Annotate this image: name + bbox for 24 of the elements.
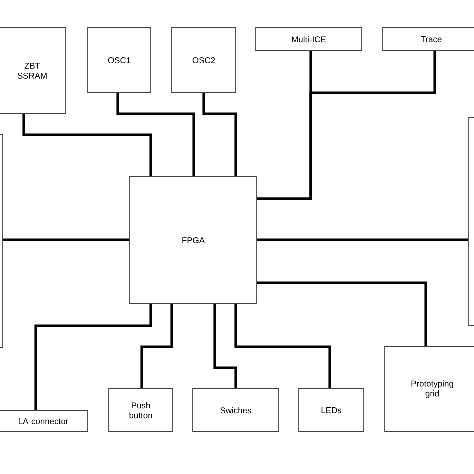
connector-line [257, 282, 428, 347]
block-box: OSC1 [88, 28, 152, 94]
block-box: Multi-ICE [256, 28, 362, 52]
connector-line [257, 238, 469, 242]
connector-line [3, 238, 130, 242]
connector-line [116, 93, 196, 177]
block-box: Trace [382, 28, 474, 52]
empty-box [468, 118, 474, 326]
connector-line [22, 114, 152, 177]
block-box: Swiches [192, 388, 280, 432]
block-box: Prototyping grid [384, 346, 474, 432]
connector-line [202, 93, 238, 177]
connector-line [140, 304, 174, 389]
empty-box [0, 134, 4, 348]
connector-line [234, 304, 332, 389]
connector-line [257, 51, 436, 200]
block-box: LA connector [0, 410, 88, 432]
connector-line [214, 304, 238, 389]
block-box: LEDs [298, 388, 364, 432]
block-box: ZBT SSRAM [0, 28, 66, 114]
connector-line [34, 304, 152, 411]
block-box: Push button [108, 388, 174, 432]
block-box: OSC2 [172, 28, 236, 94]
fpga-box: FPGA [130, 176, 258, 304]
